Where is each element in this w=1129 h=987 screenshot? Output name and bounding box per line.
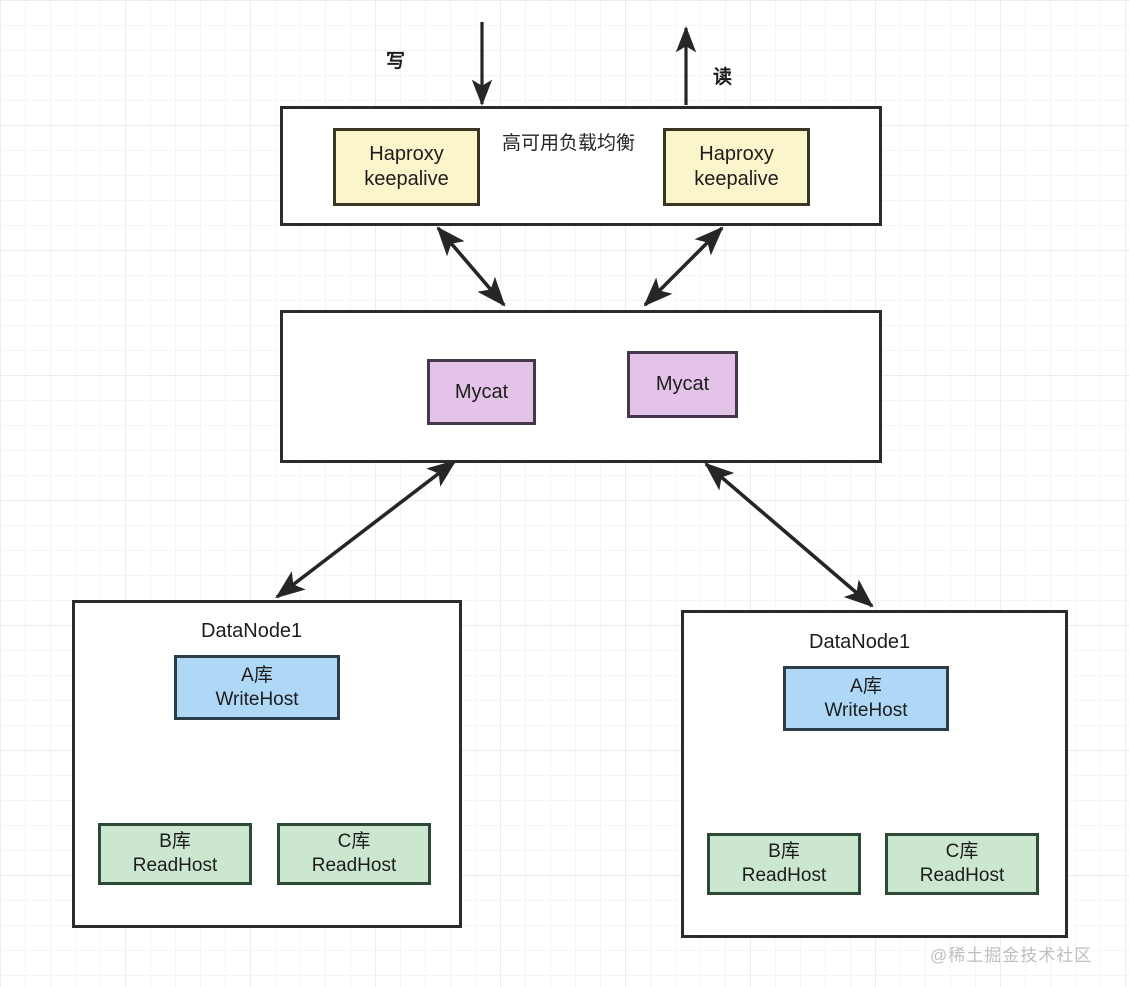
datanode-1-readhost-b-line2: ReadHost: [132, 855, 218, 876]
haproxy-node-1-line2: keepalive: [364, 168, 449, 190]
ha-load-balance-label: 高可用负载均衡: [502, 133, 636, 154]
datanode-1-writehost[interactable]: A库 WriteHost: [174, 655, 340, 720]
mycat-node-2-label: Mycat: [655, 373, 710, 395]
datanode-1-writehost-line2: WriteHost: [215, 688, 299, 710]
haproxy-node-1-line1: Haproxy: [369, 143, 444, 165]
mycat-layer-container: [280, 310, 882, 463]
datanode-2-readhost-c-line1: C库: [945, 841, 979, 863]
mycat-node-1-label: Mycat: [454, 380, 509, 403]
datanode-2-readhost-c[interactable]: C库 ReadHost: [885, 833, 1039, 895]
mycat-node-1[interactable]: Mycat: [427, 359, 536, 425]
haproxy-mycat-link-right: [643, 226, 724, 307]
mycat-node-2[interactable]: Mycat: [627, 351, 738, 418]
datanode-1-readhost-b-line1: B库: [159, 831, 191, 853]
haproxy-mycat-link-left: [436, 226, 506, 307]
datanode-2-readhost-c-line2: ReadHost: [919, 865, 1005, 886]
datanode-2-readhost-b[interactable]: B库 ReadHost: [707, 833, 861, 895]
datanode-1-readhost-c-line2: ReadHost: [311, 855, 397, 876]
datanode-2-readhost-b-line1: B库: [768, 841, 800, 863]
datanode-1-readhost-c[interactable]: C库 ReadHost: [277, 823, 431, 885]
datanode-2-readhost-b-line2: ReadHost: [741, 865, 827, 886]
haproxy-node-1[interactable]: Haproxy keepalive: [333, 128, 480, 206]
datanode-2-writehost-line2: WriteHost: [824, 699, 908, 721]
mycat-datanode-link-left: [275, 459, 457, 599]
haproxy-node-2-line2: keepalive: [694, 168, 779, 190]
read-flow-label: 读: [713, 67, 733, 88]
datanode-1-readhost-b[interactable]: B库 ReadHost: [98, 823, 252, 885]
datanode-2-title: DataNode1: [809, 631, 911, 653]
datanode-1-readhost-c-line1: C库: [337, 831, 371, 853]
datanode-2-writehost[interactable]: A库 WriteHost: [783, 666, 949, 731]
datanode-1-writehost-line1: A库: [241, 664, 273, 686]
haproxy-node-2[interactable]: Haproxy keepalive: [663, 128, 810, 206]
datanode-2-writehost-line1: A库: [850, 675, 882, 697]
datanode-1-title: DataNode1: [201, 620, 303, 642]
write-flow-label: 写: [386, 51, 406, 72]
watermark-label: @稀土掘金技术社区: [930, 946, 1093, 965]
haproxy-node-2-line1: Haproxy: [699, 143, 774, 165]
mycat-datanode-link-right: [704, 462, 874, 608]
